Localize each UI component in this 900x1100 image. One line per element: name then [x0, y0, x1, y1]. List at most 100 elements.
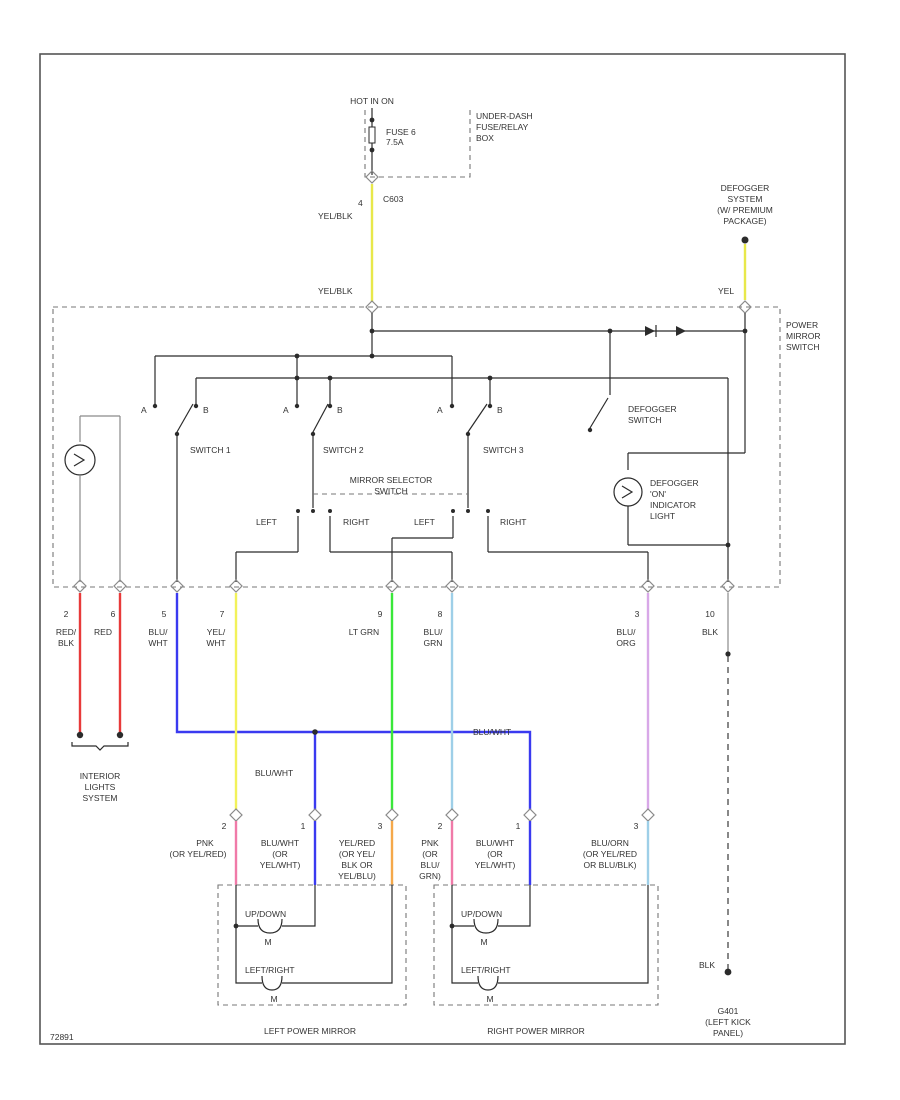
pin-9-label: 9	[378, 609, 383, 619]
wire-red-label: RED	[94, 627, 112, 637]
wire-blu-grn-label-2: GRN	[424, 638, 443, 648]
left-mirror-pin-3: 3	[378, 821, 383, 831]
lm-yr-label-3: BLK OR	[341, 860, 372, 870]
rm-pnk-label-2: (OR	[422, 849, 438, 859]
selector-right-label-1: RIGHT	[343, 517, 369, 527]
lm-yr-label-2: (OR YEL/	[339, 849, 376, 859]
switch3-a-label: A	[437, 405, 443, 415]
interior-lights-label-2: LIGHTS	[85, 782, 116, 792]
defogger-switch-label-2: SWITCH	[628, 415, 662, 425]
rm-pnk-label-4: GRN)	[419, 871, 441, 881]
defogger-indicator-label-4: LIGHT	[650, 511, 675, 521]
ground-blk-label: BLK	[699, 960, 715, 970]
interior-lights-label-1: INTERIOR	[80, 771, 121, 781]
wire-red-blk-label-2: BLK	[58, 638, 74, 648]
right-mirror-pin-3: 3	[634, 821, 639, 831]
power-mirror-label-2: MIRROR	[786, 331, 820, 341]
defogger-switch-label-1: DEFOGGER	[628, 404, 677, 414]
yel-blk-label-1: YEL/BLK	[318, 211, 353, 221]
selector-right-label-2: RIGHT	[500, 517, 526, 527]
mirror-selector-label-2: SWITCH	[374, 486, 408, 496]
wire-blu-grn-label-1: BLU/	[424, 627, 444, 637]
power-mirror-switch-box	[52, 306, 781, 588]
rm-motor-m-2: M	[486, 994, 493, 1004]
switch2-b-label: B	[337, 405, 343, 415]
wire-blk-label: BLK	[702, 627, 718, 637]
g401-label-3: PANEL)	[713, 1028, 743, 1038]
rm-bw-label-3: YEL/WHT)	[475, 860, 516, 870]
wire-blu-wht-label-2: WHT	[148, 638, 167, 648]
fuse-box: HOT IN ON FUSE 6 7.5A UNDER-DASH FUSE/RE…	[350, 96, 533, 178]
switch-internal-wiring	[64, 313, 748, 582]
lm-pnk-label-1: PNK	[196, 838, 214, 848]
switch1-b-label: B	[203, 405, 209, 415]
blu-wht-label-b: BLU/WHT	[255, 768, 293, 778]
rm-updown-label: UP/DOWN	[461, 909, 502, 919]
wire-yel-wht-label-1: YEL/	[207, 627, 226, 637]
hot-in-on-label: HOT IN ON	[350, 96, 394, 106]
wire-blu-org-label-1: BLU/	[617, 627, 637, 637]
lm-updown-label: UP/DOWN	[245, 909, 286, 919]
rm-bo-label-3: OR BLU/BLK)	[584, 860, 637, 870]
defogger-indicator-label-1: DEFOGGER	[650, 478, 699, 488]
interior-lights-system: INTERIOR LIGHTS SYSTEM	[71, 731, 129, 803]
left-mirror-pin-1: 1	[301, 821, 306, 831]
lm-yr-label-4: YEL/BLU)	[338, 871, 376, 881]
lm-yr-label-1: YEL/RED	[339, 838, 375, 848]
g401-label-2: (LEFT KICK	[705, 1017, 751, 1027]
power-mirror-label-3: SWITCH	[786, 342, 820, 352]
g401-label-1: G401	[718, 1006, 739, 1016]
diagram-frame	[39, 53, 846, 1045]
right-power-mirror-label: RIGHT POWER MIRROR	[487, 1026, 585, 1036]
mirror-selector-label-1: MIRROR SELECTOR	[350, 475, 433, 485]
lm-motor-m-1: M	[264, 937, 271, 947]
pin-3-label: 3	[635, 609, 640, 619]
pin-6-label: 6	[111, 609, 116, 619]
switch3-label: SWITCH 3	[483, 445, 524, 455]
rm-bw-label-1: BLU/WHT	[476, 838, 514, 848]
fuse-box-label-3: BOX	[476, 133, 494, 143]
ground-g401	[724, 968, 732, 976]
rm-bo-label-1: BLU/ORN	[591, 838, 629, 848]
switch2-label: SWITCH 2	[323, 445, 364, 455]
selector-left-label-1: LEFT	[256, 517, 277, 527]
rm-bw-label-2: (OR	[487, 849, 503, 859]
defogger-indicator-label-2: 'ON'	[650, 489, 666, 499]
switch1-a-label: A	[141, 405, 147, 415]
defogger-system-label-1: DEFOGGER	[721, 183, 770, 193]
pin-5-label: 5	[162, 609, 167, 619]
lm-motor-m-2: M	[270, 994, 277, 1004]
fuse-label: FUSE 6	[386, 127, 416, 137]
lm-leftright-label: LEFT/RIGHT	[245, 965, 295, 975]
left-power-mirror-label: LEFT POWER MIRROR	[264, 1026, 356, 1036]
pin-4-label: 4	[358, 198, 363, 208]
fuse-box-label-1: UNDER-DASH	[476, 111, 533, 121]
power-mirror-label-1: POWER	[786, 320, 818, 330]
footer-code: 72891	[50, 1032, 74, 1042]
switch-bottom-connectors	[73, 579, 735, 593]
wire-blu-wht	[175, 593, 532, 810]
defogger-system-label-3: (W/ PREMIUM	[717, 205, 773, 215]
defogger-system: DEFOGGER SYSTEM (W/ PREMIUM PACKAGE) YEL	[717, 183, 773, 300]
left-power-mirror: M M UP/DOWN LEFT/RIGHT LEFT POWER MIRROR	[217, 884, 407, 1036]
switch3-b-label: B	[497, 405, 503, 415]
switch1-label: SWITCH 1	[190, 445, 231, 455]
rm-bo-label-2: (OR YEL/RED	[583, 849, 637, 859]
fuse-box-label-2: FUSE/RELAY	[476, 122, 529, 132]
pin-7-label: 7	[220, 609, 225, 619]
yel-label: YEL	[718, 286, 734, 296]
wire-yel-wht-label-2: WHT	[206, 638, 225, 648]
wire-red-blk-label-1: RED/	[56, 627, 77, 637]
wire-blu-wht-label-1: BLU/	[149, 627, 169, 637]
connector-c603: C603 4 YEL/BLK	[318, 170, 404, 221]
defogger-indicator-label-3: INDICATOR	[650, 500, 696, 510]
right-power-mirror: M M UP/DOWN LEFT/RIGHT RIGHT POWER MIRRO…	[433, 884, 659, 1036]
lm-bw-label-3: YEL/WHT)	[260, 860, 301, 870]
right-mirror-pin-2: 2	[438, 821, 443, 831]
lm-bw-label-1: BLU/WHT	[261, 838, 299, 848]
pin-10-label: 10	[705, 609, 715, 619]
interior-lights-label-3: SYSTEM	[83, 793, 118, 803]
wire-blu-org-label-2: ORG	[616, 638, 635, 648]
selector-left-label-2: LEFT	[414, 517, 435, 527]
